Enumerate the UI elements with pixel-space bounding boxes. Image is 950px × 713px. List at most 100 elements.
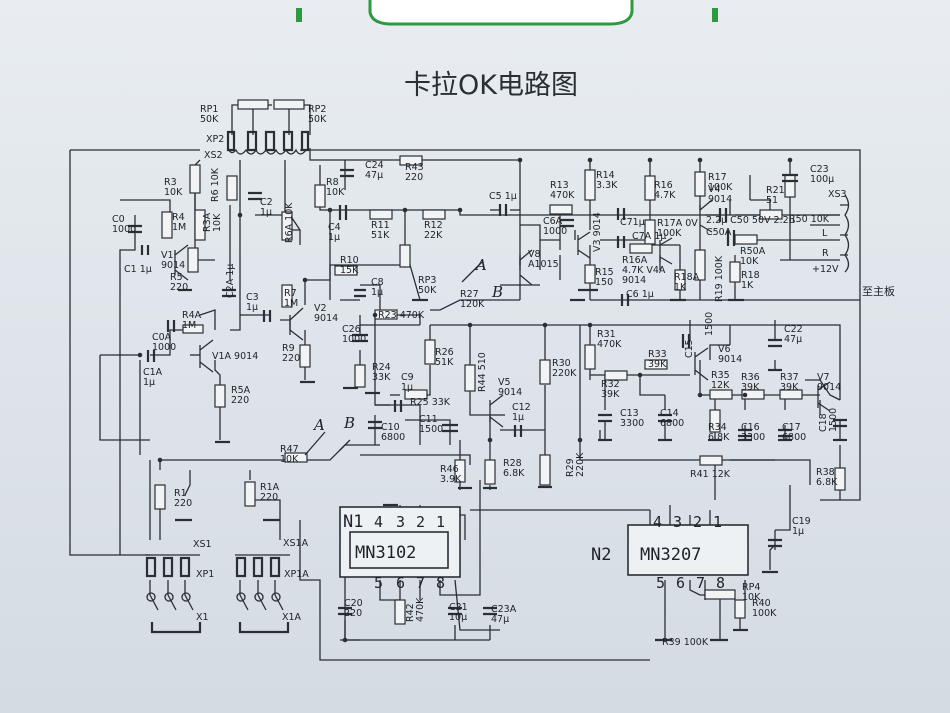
label-c2a: C2A 1μ <box>225 264 236 298</box>
chip-n1-pin-6: 6 <box>396 574 405 592</box>
connector-xs1: XS1 <box>193 539 212 550</box>
chip-n2-part: MN3207 <box>640 545 701 565</box>
connector-xs3: XS3 <box>828 189 847 200</box>
label-r41: R41 12K <box>690 469 731 480</box>
chip-n1-pin-8: 8 <box>436 574 445 592</box>
switch-label-a-upper: A <box>474 256 487 274</box>
resistors <box>154 155 846 625</box>
label-c7a: C7A 1μ <box>632 231 666 242</box>
label-c15: C15 <box>684 339 695 358</box>
label-c1500: 1500 <box>704 312 715 336</box>
label-v3: V3 9014 <box>592 212 603 252</box>
label-c18: C181500 <box>818 408 839 432</box>
transistors <box>174 199 831 428</box>
chip-n1-ref: N1 <box>343 512 363 532</box>
label-r3a: R3A10K <box>202 212 223 232</box>
label-r25: R25 33K <box>410 397 451 408</box>
output-connector-xs3 <box>840 194 850 273</box>
connector-x1a: X1A <box>282 612 302 623</box>
diagram-title: 卡拉OK电路图 <box>404 70 578 101</box>
chip-n2-body <box>627 524 749 576</box>
label-r6: R6 10K <box>210 167 221 202</box>
chip-n1-pin-2: 2 <box>416 513 425 531</box>
connector-xp1a: XP1A <box>284 569 309 580</box>
output-pin-12v: +12V <box>812 264 839 275</box>
chip-n2-ref: N2 <box>591 545 611 565</box>
label-r39: R39 100K <box>662 637 709 648</box>
chip-text: N1 4 3 2 1 MN3102 5 6 7 8 N2 4 3 2 1 MN3… <box>343 512 725 592</box>
to-main-board-label: 至主板 <box>862 284 895 298</box>
chip-n2-pin-4: 4 <box>653 513 662 531</box>
label-v1a: V1A 9014 <box>212 351 258 362</box>
chip-n1-pin-4: 4 <box>374 513 383 531</box>
output-pin-l: L <box>822 228 828 239</box>
junctions <box>137 157 793 643</box>
output-pin-r: R <box>822 248 829 259</box>
label-c50: 2.2μ C50 50V 2.2μ <box>706 215 795 226</box>
switch-a-blade-2 <box>461 261 483 283</box>
chip-n1-pin-3: 3 <box>396 513 405 531</box>
ground-symbols <box>175 288 847 642</box>
switch-label-a-lower: A <box>312 416 325 434</box>
chip-n1-pin-7: 7 <box>416 574 425 592</box>
connector-text: XP2 XS2 XS3 XS1 XP1 XS1A XP1A X1 X1A L R… <box>193 134 895 623</box>
capacitors <box>128 168 847 616</box>
switch-label-b-lower: B <box>343 414 355 432</box>
label-c50a: C50A <box>706 227 732 238</box>
chip-n1-pin-5: 5 <box>374 574 383 592</box>
chip-n2-pin-2: 2 <box>693 513 702 531</box>
input-jacks <box>145 554 290 634</box>
label-c5: C5 1μ <box>489 191 517 202</box>
connector-xp2: XP2 <box>206 134 224 145</box>
connector-xp1: XP1 <box>196 569 214 580</box>
header-logo-strip <box>296 0 718 26</box>
